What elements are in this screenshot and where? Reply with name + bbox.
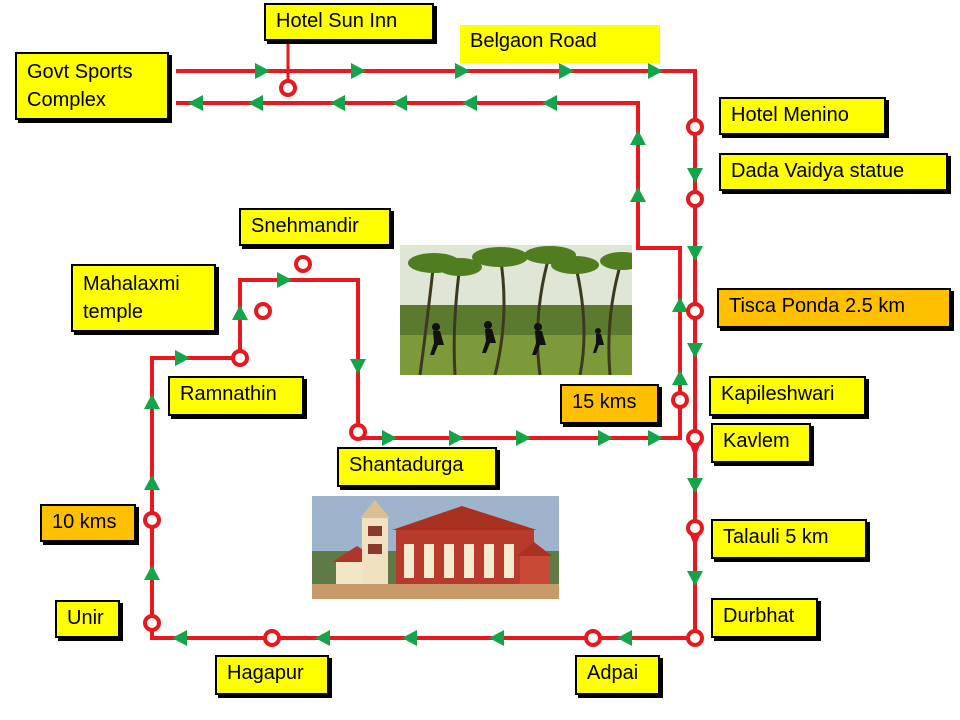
stop-label-hagapur: Hagapur <box>215 655 329 695</box>
stop-label-unir: Unir <box>55 600 120 638</box>
stop-marker-10-kms <box>143 511 161 529</box>
distance-label-tisca-ponda: Tisca Ponda 2.5 km <box>717 288 951 328</box>
stop-marker-hotel-sun-inn <box>279 79 297 97</box>
direction-arrow-icon <box>516 430 531 446</box>
direction-arrow-icon <box>248 95 263 111</box>
direction-arrow-icon <box>144 565 160 580</box>
direction-arrow-icon <box>489 630 504 646</box>
route-arrows <box>144 63 703 646</box>
runners-photo <box>400 245 632 375</box>
stop-marker-kavlem <box>686 429 704 447</box>
direction-arrow-icon <box>350 359 366 374</box>
stop-marker-mahalaxmi-temple <box>254 302 272 320</box>
stop-marker-tisca-ponda <box>686 302 704 320</box>
direction-arrow-icon <box>687 343 703 358</box>
stop-marker-15-kms <box>671 391 689 409</box>
stop-marker-unir <box>143 614 161 632</box>
route-stops <box>143 79 704 647</box>
stop-label-kapileshwari: Kapileshwari <box>709 376 866 416</box>
direction-arrow-icon <box>144 475 160 490</box>
direction-arrow-icon <box>172 630 187 646</box>
distance-label-10-kms: 10 kms <box>40 504 136 542</box>
direction-arrow-icon <box>315 630 330 646</box>
direction-arrow-icon <box>402 630 417 646</box>
direction-arrow-icon <box>232 305 248 320</box>
direction-arrow-icon <box>392 95 407 111</box>
route-lines <box>150 41 697 640</box>
stop-label-snehmandir: Snehmandir <box>239 208 391 246</box>
stop-label-ramnathin: Ramnathin <box>168 376 304 416</box>
direction-arrow-icon <box>598 430 613 446</box>
stop-marker-dada-vaidya-statue <box>686 190 704 208</box>
direction-arrow-icon <box>687 478 703 493</box>
stop-marker-ramnathin <box>231 349 249 367</box>
stop-label-dada-vaidya-statue: Dada Vaidya statue <box>719 153 948 191</box>
distance-label-15-kms: 15 kms <box>560 384 659 424</box>
route-outer-loop <box>150 69 697 640</box>
direction-arrow-icon <box>687 246 703 261</box>
direction-arrow-icon <box>559 63 574 79</box>
stop-label-govt-sports-complex: Govt Sports Complex <box>15 52 169 120</box>
temple-photo <box>312 496 559 599</box>
direction-arrow-icon <box>672 370 688 385</box>
stop-label-shantadurga: Shantadurga <box>337 447 497 487</box>
direction-arrow-icon <box>648 430 663 446</box>
direction-arrow-icon <box>277 272 292 288</box>
direction-arrow-icon <box>175 350 190 366</box>
road-label-belgaon-road: Belgaon Road <box>460 25 660 63</box>
stop-label-kavlem: Kavlem <box>711 423 811 463</box>
direction-arrow-icon <box>687 571 703 586</box>
direction-arrow-icon <box>630 130 646 145</box>
direction-arrow-icon <box>462 95 477 111</box>
direction-arrow-icon <box>672 297 688 312</box>
direction-arrow-icon <box>330 95 345 111</box>
direction-arrow-icon <box>144 394 160 409</box>
direction-arrow-icon <box>255 63 270 79</box>
stop-label-adpai: Adpai <box>575 655 660 695</box>
stop-marker-adpai <box>584 629 602 647</box>
stop-marker-durbhat <box>686 629 704 647</box>
stop-label-mahalaxmi-temple: Mahalaxmi temple <box>71 264 216 332</box>
direction-arrow-icon <box>630 187 646 202</box>
stop-marker-snehmandir <box>294 255 312 273</box>
stop-label-hotel-sun-inn: Hotel Sun Inn <box>264 3 434 41</box>
direction-arrow-icon <box>617 630 632 646</box>
direction-arrow-icon <box>648 63 663 79</box>
stop-label-talauli: Talauli 5 km <box>711 519 867 559</box>
direction-arrow-icon <box>455 63 470 79</box>
direction-arrow-icon <box>188 95 203 111</box>
direction-arrow-icon <box>351 63 366 79</box>
direction-arrow-icon <box>542 95 557 111</box>
direction-arrow-icon <box>687 168 703 183</box>
stop-marker-shantadurga <box>349 423 367 441</box>
stop-label-durbhat: Durbhat <box>711 598 818 638</box>
stop-marker-hotel-menino <box>686 118 704 136</box>
stop-marker-talauli <box>686 519 704 537</box>
stop-label-hotel-menino: Hotel Menino <box>719 97 886 135</box>
direction-arrow-icon <box>382 430 397 446</box>
direction-arrow-icon <box>449 430 464 446</box>
stop-marker-hagapur <box>263 629 281 647</box>
